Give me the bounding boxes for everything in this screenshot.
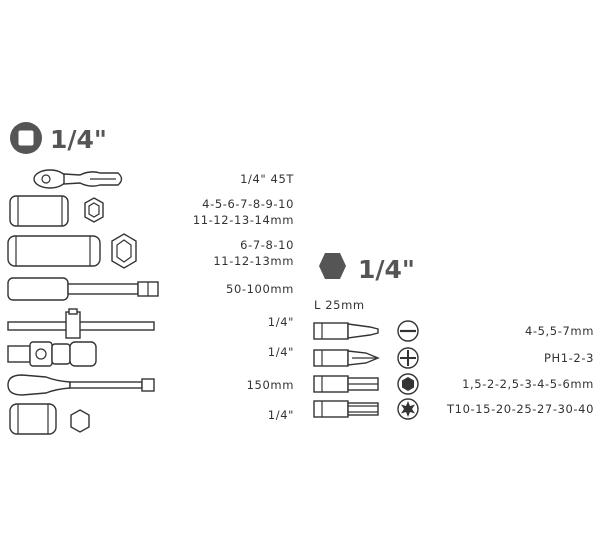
- universal-joint-size: 1/4": [267, 345, 294, 359]
- extension-bar-icon: [7, 277, 159, 301]
- left-drive-size-heading: 1/4": [50, 125, 107, 154]
- phillips-tip-icon: [397, 347, 419, 369]
- universal-joint-icon: [7, 341, 97, 367]
- torx-bit-sizes: T10-15-20-25-27-30-40: [447, 402, 594, 416]
- hex-bit-sizes: 1,5-2-2,5-3-4-5-6mm: [462, 377, 594, 391]
- square-drive-icon: [10, 122, 42, 154]
- adapter-socket-icon: [9, 403, 90, 435]
- ratchet-icon: [33, 169, 123, 189]
- hex-drive-icon: [319, 253, 346, 279]
- hex-bit-icon: [313, 375, 379, 393]
- t-bar-handle-icon: [7, 308, 155, 339]
- adapter-socket-size: 1/4": [267, 408, 294, 422]
- torx-bit-icon: [313, 400, 379, 418]
- deep-socket-icon: [7, 233, 137, 269]
- slotted-bit-sizes: 4-5,5-7mm: [524, 324, 594, 338]
- slotted-tip-icon: [397, 320, 419, 342]
- phillips-bit-icon: [313, 349, 380, 367]
- extension-bar-sizes: 50-100mm: [226, 282, 294, 296]
- short-socket-icon: [9, 195, 104, 227]
- deep-socket-sizes: 6-7-8-10 11-12-13mm: [213, 238, 294, 268]
- hex-tip-icon: [397, 373, 419, 395]
- spinner-handle-size: 150mm: [246, 378, 294, 392]
- torx-tip-icon: [397, 398, 419, 420]
- spinner-handle-icon: [7, 374, 155, 396]
- phillips-bit-sizes: PH1-2-3: [543, 351, 594, 365]
- right-drive-size-heading: 1/4": [358, 255, 415, 284]
- t-bar-handle-size: 1/4": [267, 315, 294, 329]
- ratchet-label: 1/4" 45T: [240, 172, 294, 186]
- slotted-bit-icon: [313, 322, 379, 340]
- short-socket-sizes: 4-5-6-7-8-9-10 11-12-13-14mm: [192, 197, 294, 227]
- bit-length-label: L 25mm: [314, 298, 365, 312]
